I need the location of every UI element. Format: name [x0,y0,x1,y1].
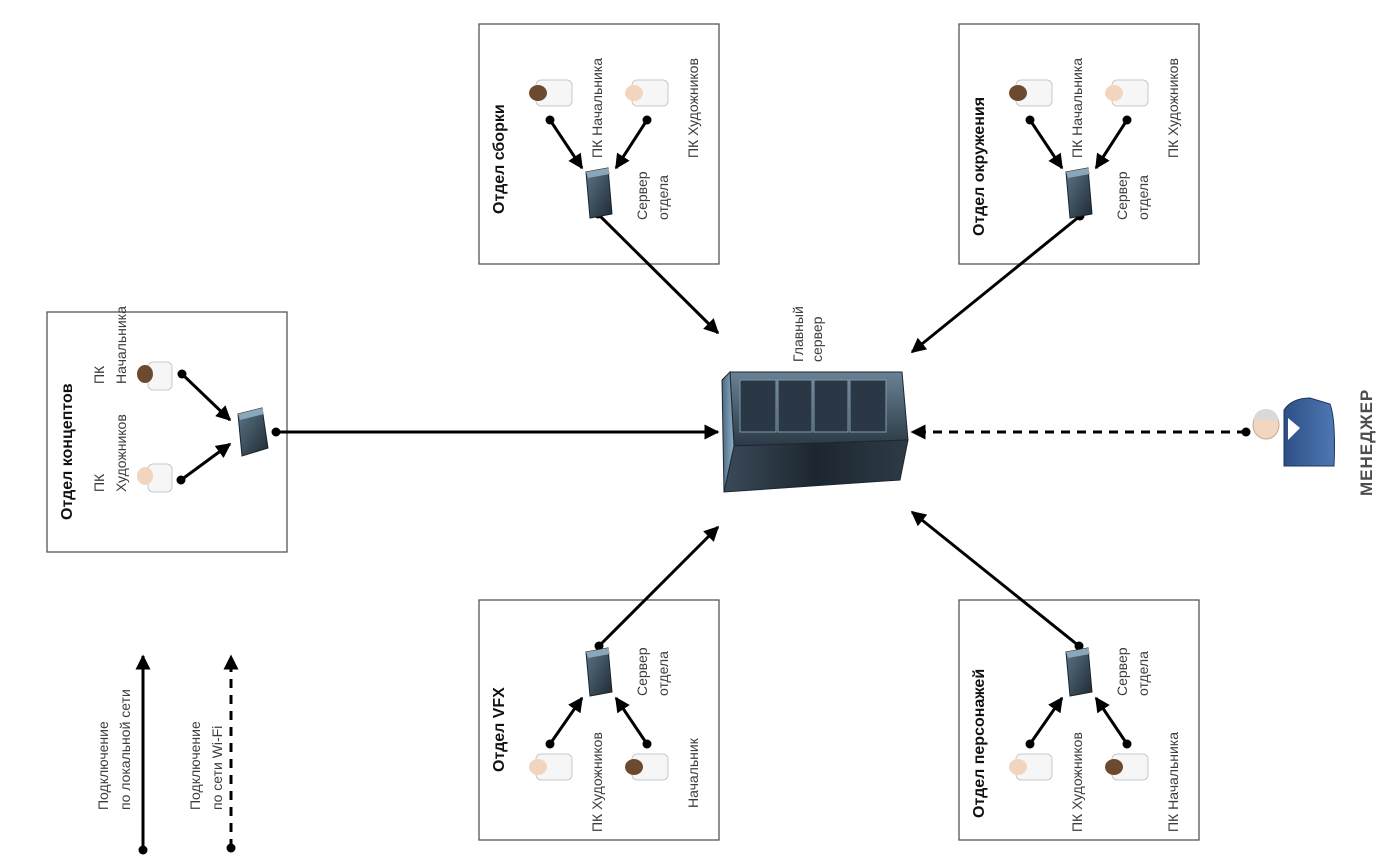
vfx-server-icon [585,647,613,697]
environment-server-label: Сервер отдела [1114,168,1151,220]
link-environment-main [910,214,1081,354]
assembly-boss-pc-icon [529,79,573,107]
legend-wifi-label: Подключение по сети Wi-Fi [187,717,225,810]
link-characters-main [910,510,1080,648]
characters-boss-pc-icon [1105,753,1149,781]
box-environment [958,23,1200,265]
link-concepts-dot [271,427,281,437]
characters-artists-label: ПК Художников [1069,732,1085,832]
manager-icon [1252,397,1335,467]
vfx-title: Отдел VFX [491,687,508,772]
assembly-server-label: Сервер отдела [634,168,671,220]
box-assembly [478,23,720,265]
concepts-title: Отдел концептов [59,383,76,520]
concepts-boss-pc-icon [137,361,173,391]
characters-server-icon [1065,647,1093,697]
legend-lan-label: Подключение по локальной сети [95,689,133,810]
box-characters [958,599,1200,841]
assembly-title: Отдел сборки [491,104,508,214]
vfx-boss-pc-icon [625,753,669,781]
main-server-icon [721,370,909,493]
legend: Подключение по локальной сети Подключени… [95,654,239,855]
assembly-artists-label: ПК Художников [685,58,701,158]
link-vfx-main [597,525,720,648]
concepts-artists-label: ПК Художников [91,414,129,492]
environment-artists-pc-icon [1105,79,1149,107]
environment-boss-label: ПК Начальника [1069,58,1085,158]
concepts-server-icon [237,407,269,457]
environment-artists-label: ПК Художников [1165,58,1181,158]
environment-title: Отдел окружения [971,97,988,236]
manager-label: МЕНЕДЖЕР [1357,389,1376,496]
environment-server-icon [1065,167,1093,219]
vfx-artists-label: ПК Художников [589,732,605,832]
box-vfx [478,599,720,841]
assembly-artists-pc-icon [625,79,669,107]
vfx-boss-label: Начальник [685,737,701,808]
environment-boss-pc-icon [1009,79,1053,107]
characters-title: Отдел персонажей [971,669,988,818]
assembly-server-icon [585,167,613,219]
characters-boss-label: ПК Начальника [1165,732,1181,832]
characters-artists-pc-icon [1009,753,1053,781]
concepts-boss-label: ПК Начальника [91,306,129,384]
main-server-label: Главный сервер [790,302,825,362]
concepts-artists-pc-icon [137,463,173,493]
vfx-artists-pc-icon [529,753,573,781]
link-assembly-main [596,212,720,335]
vfx-server-label: Сервер отдела [634,644,671,696]
characters-server-label: Сервер отдела [1114,644,1151,696]
assembly-boss-label: ПК Начальника [589,58,605,158]
